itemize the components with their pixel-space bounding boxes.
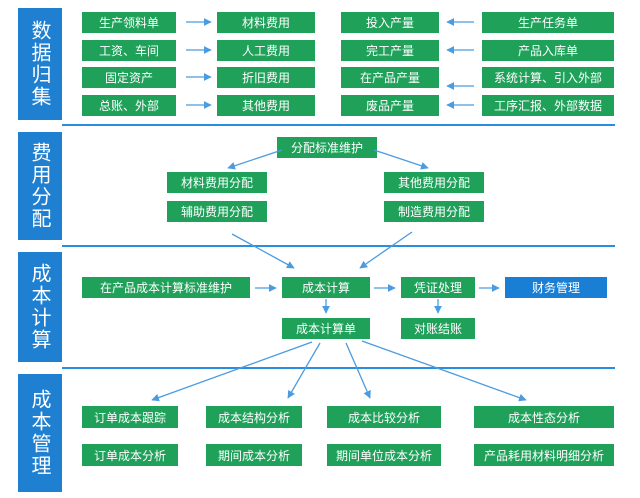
section-label: 成本计算 [28, 263, 52, 351]
node-cost-behavior-analysis: 成本性态分析 [474, 406, 614, 428]
node-financial-management: 财务管理 [505, 277, 607, 298]
divider [62, 245, 615, 247]
node-allocation-standard: 分配标准维护 [277, 137, 377, 158]
node-cost-sheet: 成本计算单 [282, 318, 370, 339]
node-material-usage-analysis: 产品耗用材料明细分析 [474, 444, 614, 466]
node-material-requisition: 生产领料单 [82, 12, 176, 33]
node-other-allocation: 其他费用分配 [384, 172, 484, 193]
section-label: 费用分配 [28, 142, 52, 230]
node-other-cost: 其他费用 [217, 95, 315, 116]
arrow [359, 231, 413, 269]
divider [62, 367, 615, 369]
node-product-receipt: 产品入库单 [482, 40, 614, 61]
node-labor-cost: 人工费用 [217, 40, 315, 61]
arrow [227, 149, 283, 170]
arrow [361, 340, 527, 402]
section-cost-management: 成本管理 [18, 374, 62, 492]
node-voucher-processing: 凭证处理 [401, 277, 475, 298]
node-material-cost: 材料费用 [217, 12, 315, 33]
node-cost-comparison-analysis: 成本比较分析 [327, 406, 441, 428]
section-cost-calculation: 成本计算 [18, 252, 62, 362]
node-ledger-external: 总账、外部 [82, 95, 176, 116]
node-system-calc-import: 系统计算、引入外部 [482, 67, 614, 88]
node-cost-calculation: 成本计算 [282, 277, 370, 298]
node-wip-cost-standard: 在产品成本计算标准维护 [82, 277, 250, 298]
node-order-cost-analysis: 订单成本分析 [82, 444, 178, 466]
node-period-cost-analysis: 期间成本分析 [206, 444, 302, 466]
arrow [373, 149, 429, 170]
section-data-collection: 数据归集 [18, 8, 62, 120]
arrow [151, 341, 313, 402]
node-completed-quantity: 完工产量 [341, 40, 439, 61]
node-order-cost-tracking: 订单成本跟踪 [82, 406, 178, 428]
node-input-quantity: 投入产量 [341, 12, 439, 33]
node-scrap-quantity: 废品产量 [341, 95, 439, 116]
section-label: 成本管理 [28, 389, 52, 477]
node-cost-structure-analysis: 成本结构分析 [206, 406, 302, 428]
node-auxiliary-allocation: 辅助费用分配 [167, 201, 267, 222]
node-depreciation-cost: 折旧费用 [217, 67, 315, 88]
node-production-order: 生产任务单 [482, 12, 614, 33]
node-fixed-assets: 固定资产 [82, 67, 176, 88]
node-manufacturing-allocation: 制造费用分配 [384, 201, 484, 222]
arrow [231, 233, 295, 269]
section-label: 数据归集 [28, 20, 52, 108]
node-period-unit-cost-analysis: 期间单位成本分析 [327, 444, 441, 466]
node-material-allocation: 材料费用分配 [167, 172, 267, 193]
divider [62, 124, 615, 126]
arrow [345, 342, 371, 399]
node-wip-quantity: 在产品产量 [341, 67, 439, 88]
arrow [287, 342, 321, 399]
node-reconcile-close: 对账结账 [401, 318, 475, 339]
node-process-report: 工序汇报、外部数据 [482, 95, 614, 116]
node-wages-workshop: 工资、车间 [82, 40, 176, 61]
section-cost-allocation: 费用分配 [18, 132, 62, 240]
